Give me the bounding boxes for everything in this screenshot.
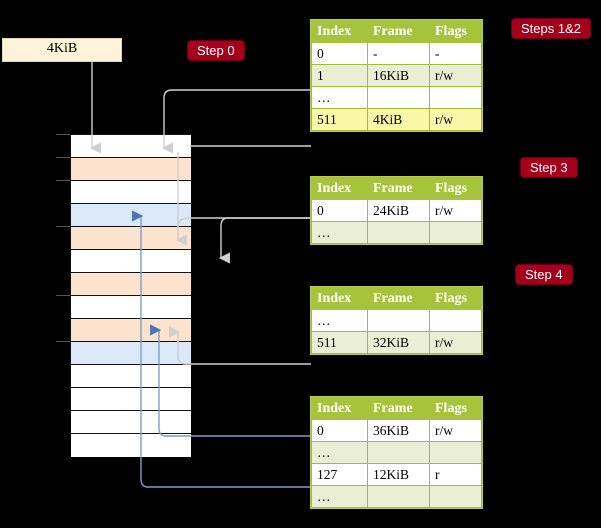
table-header-row: Index Frame Flags [311, 177, 482, 200]
cell-frame: 4KiB [367, 108, 430, 131]
cell-flags: r/w [429, 331, 482, 354]
virtual-page-box: 4KiB [2, 38, 122, 62]
cell-frame: - [367, 42, 430, 65]
col-header-frame: Frame [367, 397, 430, 420]
page-table-level-1: Index Frame Flags 0 36KiB r/w … 127 12Ki… [311, 397, 482, 508]
memory-frame-row[interactable] [71, 388, 191, 411]
table-row[interactable]: … [311, 441, 482, 464]
cell-frame [367, 221, 430, 244]
cell-index: … [311, 221, 368, 244]
cell-frame [367, 441, 430, 464]
memory-frame-row[interactable] [71, 135, 191, 158]
table-row[interactable]: 0 36KiB r/w [311, 419, 482, 442]
cell-frame: 32KiB [367, 331, 430, 354]
cell-index: … [311, 485, 368, 508]
col-header-index: Index [311, 397, 368, 420]
badge-step-0: Step 0 [188, 41, 244, 60]
page-table-level-2: Index Frame Flags … 511 32KiB r/w [311, 287, 482, 354]
memory-frame-row[interactable] [71, 227, 191, 250]
badge-step-4: Step 4 [516, 265, 572, 284]
cell-index: 1 [311, 64, 368, 87]
cell-index: 127 [311, 463, 368, 486]
table-header-row: Index Frame Flags [311, 20, 482, 43]
cell-index: … [311, 86, 368, 109]
col-header-frame: Frame [367, 287, 430, 310]
col-header-frame: Frame [367, 20, 430, 43]
mem-tick [56, 226, 71, 227]
cell-frame [367, 86, 430, 109]
cell-flags: - [429, 42, 482, 65]
physical-memory-column [70, 134, 191, 457]
cell-flags [429, 485, 482, 508]
cell-index: … [311, 309, 368, 332]
mem-tick [56, 157, 71, 158]
cell-index: 0 [311, 199, 368, 222]
cell-flags: r/w [429, 64, 482, 87]
memory-frame-row[interactable] [71, 296, 191, 319]
col-header-flags: Flags [429, 397, 482, 420]
memory-frame-row[interactable] [71, 434, 191, 457]
cell-flags [429, 86, 482, 109]
mem-tick [56, 341, 71, 342]
page-table-level-4: Index Frame Flags 0 - - 1 16KiB r/w … [311, 20, 482, 131]
table-row[interactable]: … [311, 485, 482, 508]
memory-frame-row[interactable] [71, 204, 191, 227]
mem-tick [56, 134, 71, 135]
table-row[interactable]: 0 24KiB r/w [311, 199, 482, 222]
table-row[interactable]: 1 16KiB r/w [311, 64, 482, 87]
cell-flags: r [429, 463, 482, 486]
table-row[interactable]: 127 12KiB r [311, 463, 482, 486]
memory-frame-row[interactable] [71, 411, 191, 434]
cell-frame [367, 485, 430, 508]
cell-frame [367, 309, 430, 332]
memory-frame-row[interactable] [71, 181, 191, 204]
cell-frame: 16KiB [367, 64, 430, 87]
col-header-flags: Flags [429, 20, 482, 43]
memory-frame-row[interactable] [71, 273, 191, 296]
col-header-flags: Flags [429, 287, 482, 310]
table-row[interactable]: 511 32KiB r/w [311, 331, 482, 354]
table-row[interactable]: 511 4KiB r/w [311, 108, 482, 131]
virtual-page-label: 4KiB [46, 41, 78, 56]
memory-frame-row[interactable] [71, 342, 191, 365]
table-header-row: Index Frame Flags [311, 397, 482, 420]
table-row[interactable]: 0 - - [311, 42, 482, 65]
memory-frame-row[interactable] [71, 250, 191, 273]
col-header-index: Index [311, 177, 368, 200]
table-row[interactable]: … [311, 309, 482, 332]
cell-flags [429, 309, 482, 332]
col-header-frame: Frame [367, 177, 430, 200]
cell-index: 0 [311, 42, 368, 65]
table-header-row: Index Frame Flags [311, 287, 482, 310]
col-header-index: Index [311, 20, 368, 43]
memory-frame-row[interactable] [71, 158, 191, 181]
cell-frame: 12KiB [367, 463, 430, 486]
memory-frame-row[interactable] [71, 365, 191, 388]
cell-flags [429, 221, 482, 244]
col-header-flags: Flags [429, 177, 482, 200]
cell-flags: r/w [429, 419, 482, 442]
cell-frame: 36KiB [367, 419, 430, 442]
cell-flags: r/w [429, 108, 482, 131]
cell-index: 511 [311, 108, 368, 131]
badge-steps-1-2: Steps 1&2 [512, 19, 590, 38]
mem-tick [56, 180, 71, 181]
cell-frame: 24KiB [367, 199, 430, 222]
cell-flags: r/w [429, 199, 482, 222]
badge-step-3: Step 3 [521, 158, 577, 177]
cell-index: 0 [311, 419, 368, 442]
table-row[interactable]: … [311, 221, 482, 244]
cell-index: … [311, 441, 368, 464]
cell-index: 511 [311, 331, 368, 354]
col-header-index: Index [311, 287, 368, 310]
page-table-level-3: Index Frame Flags 0 24KiB r/w … [311, 177, 482, 244]
cell-flags [429, 441, 482, 464]
mem-tick [56, 295, 71, 296]
table-row[interactable]: … [311, 86, 482, 109]
